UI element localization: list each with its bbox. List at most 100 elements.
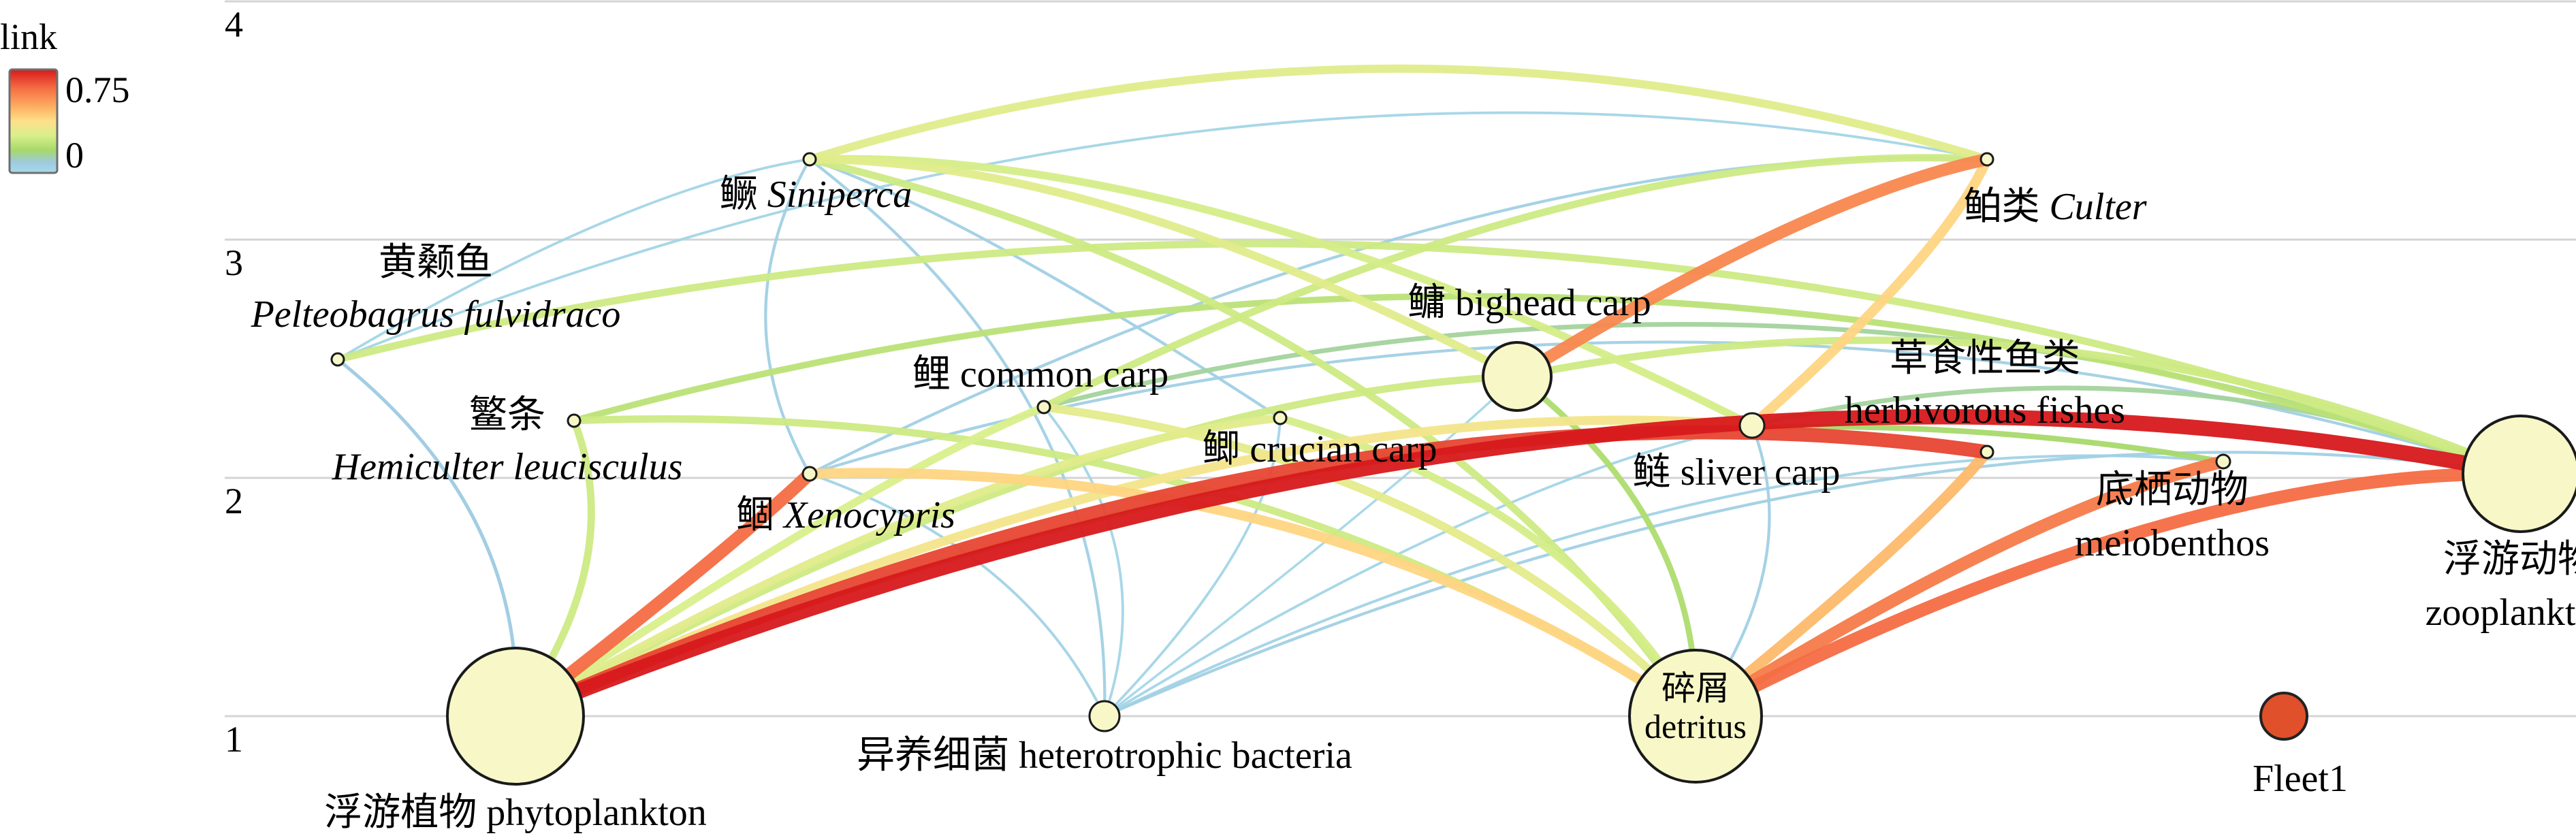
node-crucian xyxy=(1273,410,1288,425)
link-bact-to-meio xyxy=(1103,454,2225,718)
label-herb: 草食性鱼类 herbivorous fishes xyxy=(1845,338,2125,432)
label-crucian: 鲫 crucian carp xyxy=(1202,428,1437,470)
label-phyto-en: phytoplankton xyxy=(486,792,707,834)
link-zoo-to-pelteo xyxy=(334,240,2525,478)
label-bighead-cn: 鳙 xyxy=(1408,282,1446,324)
label-hemi-en: Hemiculter leucisculus xyxy=(332,446,683,488)
link-silver-to-culter xyxy=(1747,154,1992,431)
label-crucian-cn: 鲫 xyxy=(1202,428,1240,470)
label-silver: 鲢 sliver carp xyxy=(1633,451,1841,494)
axis-tick-label: 4 xyxy=(225,4,243,45)
label-hemi-cn: 鳘条 xyxy=(469,394,545,436)
link-sinip-to-culter xyxy=(805,64,1992,164)
trophic-links xyxy=(334,64,2529,724)
label-fleet-en: Fleet1 xyxy=(2253,758,2348,800)
label-bact: 异养细菌 heterotrophic bacteria xyxy=(857,735,1352,777)
axis-tick-label: 1 xyxy=(225,719,243,760)
link-bact-to-bighead xyxy=(1103,375,1518,718)
node-hemi xyxy=(567,413,582,428)
link-legend: link 0.75 0 xyxy=(0,16,130,176)
label-crucian-en: crucian carp xyxy=(1250,428,1437,470)
link-sinip-to-silver xyxy=(806,155,1756,430)
node-common xyxy=(1036,400,1051,415)
legend-color-bar xyxy=(8,68,59,174)
label-xeno-en: Xenocypris xyxy=(782,494,955,536)
label-xeno: 鲴 Xenocypris xyxy=(736,494,955,536)
axis-tick-label: 3 xyxy=(225,242,243,283)
link-bact-to-zoo xyxy=(1102,451,2523,718)
label-herb-cn: 草食性鱼类 xyxy=(1890,338,2080,380)
label-bighead: 鳙 bighead carp xyxy=(1408,282,1651,324)
node-sinip xyxy=(802,152,817,167)
label-silver-en: sliver carp xyxy=(1681,451,1841,494)
label-fleet: Fleet1 xyxy=(2253,758,2348,800)
link-detritus-to-herb xyxy=(1690,447,1992,722)
link-bighead-to-culter xyxy=(1510,152,1994,383)
label-sinip-en: Siniperca xyxy=(767,174,912,216)
link-phyto-to-zoo xyxy=(507,409,2529,724)
link-phyto-to-common xyxy=(511,403,1048,720)
link-bact-to-common xyxy=(1043,406,1124,718)
node-zoo xyxy=(2462,415,2576,533)
label-meio-cn: 底栖动物 xyxy=(2096,469,2248,511)
label-culter-cn: 鲌类 xyxy=(1963,186,2039,228)
node-detritus xyxy=(1628,649,1763,784)
link-pelteo-to-sinip xyxy=(336,158,811,361)
legend-max-label: 0.75 xyxy=(65,69,130,110)
node-culter xyxy=(1979,152,1994,167)
label-bact-en: heterotrophic bacteria xyxy=(1019,735,1352,777)
label-bighead-en: bighead carp xyxy=(1455,282,1651,324)
node-pelteo xyxy=(330,352,345,367)
label-xeno-cn: 鲴 xyxy=(736,494,774,536)
node-xeno xyxy=(801,466,818,482)
label-meio-en: meiobenthos xyxy=(2075,522,2270,564)
legend-min-label: 0 xyxy=(65,135,84,176)
link-zoo-to-bighead xyxy=(1513,336,2525,478)
link-bact-to-silver xyxy=(1103,424,1753,718)
label-detritus-cn: 碎屑 xyxy=(1661,669,1730,707)
label-meio: 底栖动物 meiobenthos xyxy=(2075,469,2270,564)
label-culter-en: Culter xyxy=(2049,186,2146,228)
label-common-cn: 鲤 xyxy=(912,353,951,396)
node-herb xyxy=(1979,445,1994,460)
node-bact xyxy=(1088,700,1121,732)
link-zoo-to-hemi xyxy=(571,293,2524,477)
label-phyto-cn: 浮游植物 xyxy=(324,792,477,834)
label-pelteo-en: Pelteobagrus fulvidraco xyxy=(251,293,621,336)
species-nodes xyxy=(330,152,2576,786)
node-fleet xyxy=(2259,692,2308,741)
label-culter: 鲌类 Culter xyxy=(1963,186,2146,228)
label-hemi: 鳘条 Hemiculter leucisculus xyxy=(332,394,683,488)
axis-tick-label: 2 xyxy=(225,481,243,521)
label-detritus-en: detritus xyxy=(1644,707,1747,745)
link-detritus-to-common xyxy=(1039,402,1700,721)
label-zoo-cn: 浮游动物 xyxy=(2443,538,2576,581)
label-herb-en: herbivorous fishes xyxy=(1845,389,2125,432)
node-silver xyxy=(1738,412,1766,439)
label-sinip-cn: 鳜 xyxy=(720,174,758,216)
label-bact-cn: 异养细菌 xyxy=(857,735,1009,777)
label-common-en: common carp xyxy=(960,353,1168,396)
label-sinip: 鳜 Siniperca xyxy=(720,174,912,216)
label-phyto: 浮游植物 phytoplankton xyxy=(324,792,707,834)
species-labels: 浮游植物 phytoplankton 异养细菌 heterotrophic bac… xyxy=(251,174,2576,834)
label-zoo-en: zooplankton xyxy=(2426,592,2576,634)
link-pelteo-to-culter xyxy=(336,111,1988,361)
link-detritus-to-crucian xyxy=(1276,414,1700,720)
label-zoo: 浮游动物 zooplankton xyxy=(2426,538,2576,634)
label-pelteo-cn: 黄颡鱼 xyxy=(379,242,493,284)
trophic-level-axis: 4 3 2 1 xyxy=(225,4,243,760)
link-sinip-to-xeno xyxy=(764,157,812,476)
link-detritus-to-zoo xyxy=(1689,467,2528,723)
link-sinip-to-bighead xyxy=(805,155,1522,381)
link-detritus-to-xeno xyxy=(804,468,1701,722)
label-pelteo: 黄颡鱼 Pelteobagrus fulvidraco xyxy=(251,242,621,336)
label-common: 鲤 common carp xyxy=(912,353,1168,396)
link-detritus-to-meio xyxy=(1689,455,2230,723)
link-common-to-culter xyxy=(1040,154,1991,411)
node-meio xyxy=(2215,453,2231,470)
link-phyto-to-herb xyxy=(508,425,1994,724)
label-silver-cn: 鲢 xyxy=(1633,451,1671,494)
